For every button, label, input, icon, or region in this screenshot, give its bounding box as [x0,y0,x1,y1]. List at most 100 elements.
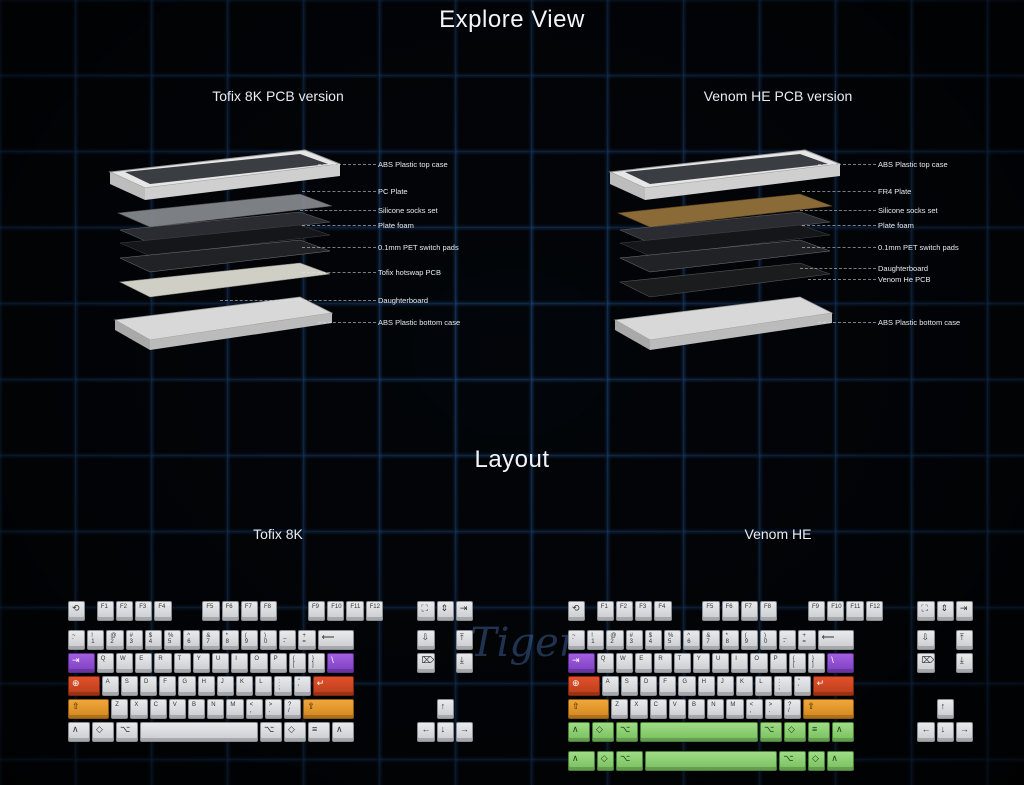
number-key-8[interactable]: * 8 [221,630,239,650]
number-key-3[interactable]: # 3 [125,630,143,650]
right-shift-key[interactable]: ⇧ [303,699,354,719]
left-shift-key[interactable]: ⇧ [68,699,110,719]
alpha-key-11[interactable]: } ] [808,653,826,673]
bottom-row-key-1[interactable]: X [630,699,648,719]
home-row-key-4[interactable]: G [178,676,196,696]
bottom-row-key-3[interactable]: V [668,699,686,719]
alpha-key-3[interactable]: R [654,653,672,673]
function-key-f6[interactable]: F6 [221,601,239,621]
home-row-key-3[interactable]: F [659,676,677,696]
number-key-10[interactable]: ) 0 [760,630,778,650]
alpha-key-5[interactable]: Y [192,653,210,673]
alpha-key-7[interactable]: I [231,653,249,673]
function-key-f1[interactable]: F1 [596,601,614,621]
number-key-12[interactable]: + = [798,630,816,650]
bottom-row-key-8[interactable]: > . [764,699,782,719]
left-win-key[interactable]: ◇ [92,722,114,742]
home-row-key-0[interactable]: A [101,676,119,696]
right-ctrl-key[interactable]: ∧ [832,722,854,742]
nav-key-top-2[interactable]: ⇥ [955,601,974,621]
backslash-key[interactable]: \ [327,653,354,673]
home-row-key-4[interactable]: G [678,676,696,696]
number-key-0[interactable]: ~ ` [568,630,586,650]
number-key-8[interactable]: * 8 [721,630,739,650]
function-key-f4[interactable]: F4 [154,601,172,621]
arrow-up-key[interactable]: ↑ [936,699,954,719]
arrow-down-key[interactable]: ↓ [936,722,954,742]
left-ctrl-key[interactable]: ∧ [568,722,590,742]
bottom-row-key-6[interactable]: M [226,699,244,719]
number-key-2[interactable]: @ 2 [106,630,124,650]
number-key-3[interactable]: # 3 [625,630,643,650]
function-key-f10[interactable]: F10 [827,601,845,621]
alpha-key-8[interactable]: O [250,653,268,673]
alpha-key-11[interactable]: } ] [308,653,326,673]
function-key-f11[interactable]: F11 [846,601,864,621]
left-alt-key[interactable]: ⌥ [116,722,138,742]
arrow-left-key[interactable]: ← [417,722,435,742]
enter-key[interactable]: ↵ [812,676,854,696]
alpha-key-6[interactable]: U [712,653,730,673]
enter-key[interactable]: ↵ [312,676,354,696]
bottom-row-key-9[interactable]: ? / [284,699,302,719]
number-key-9[interactable]: ( 9 [240,630,258,650]
tab-key[interactable]: ⇥ [568,653,595,673]
function-key-f8[interactable]: F8 [760,601,778,621]
number-key-1[interactable]: ! 1 [587,630,605,650]
bottom-row-key-4[interactable]: B [188,699,206,719]
tab-key[interactable]: ⇥ [68,653,95,673]
number-key-10[interactable]: ) 0 [260,630,278,650]
home-row-key-6[interactable]: J [216,676,234,696]
nav-key-top-0[interactable]: ⛶ [917,601,935,621]
nav-key-mid-1[interactable]: ⤒ [955,630,974,650]
nav-key-top-2[interactable]: ⇥ [455,601,474,621]
nav-key-bot-1[interactable]: ⤓ [455,653,474,673]
right-shift-key[interactable]: ⇧ [803,699,854,719]
number-key-6[interactable]: ^ 6 [183,630,201,650]
home-row-key-5[interactable]: H [697,676,715,696]
backspace-key[interactable]: ⟵ [817,630,854,650]
home-row-key-7[interactable]: K [236,676,254,696]
bottom-row-key-8[interactable]: > . [264,699,282,719]
function-key-f9[interactable]: F9 [808,601,826,621]
alpha-key-10[interactable]: { [ [288,653,306,673]
bottom-row-key-7[interactable]: < , [745,699,763,719]
number-key-11[interactable]: _ - [279,630,297,650]
bottom-row-key-0[interactable]: Z [611,699,629,719]
function-key-f9[interactable]: F9 [308,601,326,621]
function-key-f3[interactable]: F3 [635,601,653,621]
number-key-5[interactable]: % 5 [664,630,682,650]
function-key-f12[interactable]: F12 [365,601,383,621]
home-row-key-7[interactable]: K [736,676,754,696]
number-key-4[interactable]: $ 4 [144,630,162,650]
right-alt-key[interactable]: ⌥ [760,722,782,742]
bottom-row-key-5[interactable]: N [707,699,725,719]
bottom-row-key-3[interactable]: V [168,699,186,719]
number-key-1[interactable]: ! 1 [87,630,105,650]
caps-lock-key[interactable]: ⊕ [568,676,600,696]
right-alt-key[interactable]: ⌥ [260,722,282,742]
function-key-f1[interactable]: F1 [96,601,114,621]
home-row-key-2[interactable]: D [640,676,658,696]
function-key-f4[interactable]: F4 [654,601,672,621]
number-key-2[interactable]: @ 2 [606,630,624,650]
alt-bottom-ralt-key[interactable]: ⌥ [779,751,806,771]
number-key-5[interactable]: % 5 [164,630,182,650]
nav-key-top-1[interactable]: ⇕ [936,601,954,621]
alt-bottom-alt-key[interactable]: ⌥ [616,751,643,771]
number-key-4[interactable]: $ 4 [644,630,662,650]
nav-key-mid-0[interactable]: ⇩ [917,630,935,650]
left-ctrl-key[interactable]: ∧ [68,722,90,742]
bottom-row-key-2[interactable]: C [649,699,667,719]
home-row-key-8[interactable]: L [755,676,773,696]
alpha-key-0[interactable]: Q [596,653,614,673]
alpha-key-5[interactable]: Y [692,653,710,673]
arrow-right-key[interactable]: → [955,722,974,742]
arrow-up-key[interactable]: ↑ [436,699,454,719]
number-key-7[interactable]: & 7 [702,630,720,650]
alpha-key-9[interactable]: P [769,653,787,673]
home-row-key-5[interactable]: H [197,676,215,696]
home-row-key-10[interactable]: " ' [293,676,311,696]
spacebar-key[interactable] [640,722,758,742]
nav-key-bot-0[interactable]: ⌦ [417,653,435,673]
